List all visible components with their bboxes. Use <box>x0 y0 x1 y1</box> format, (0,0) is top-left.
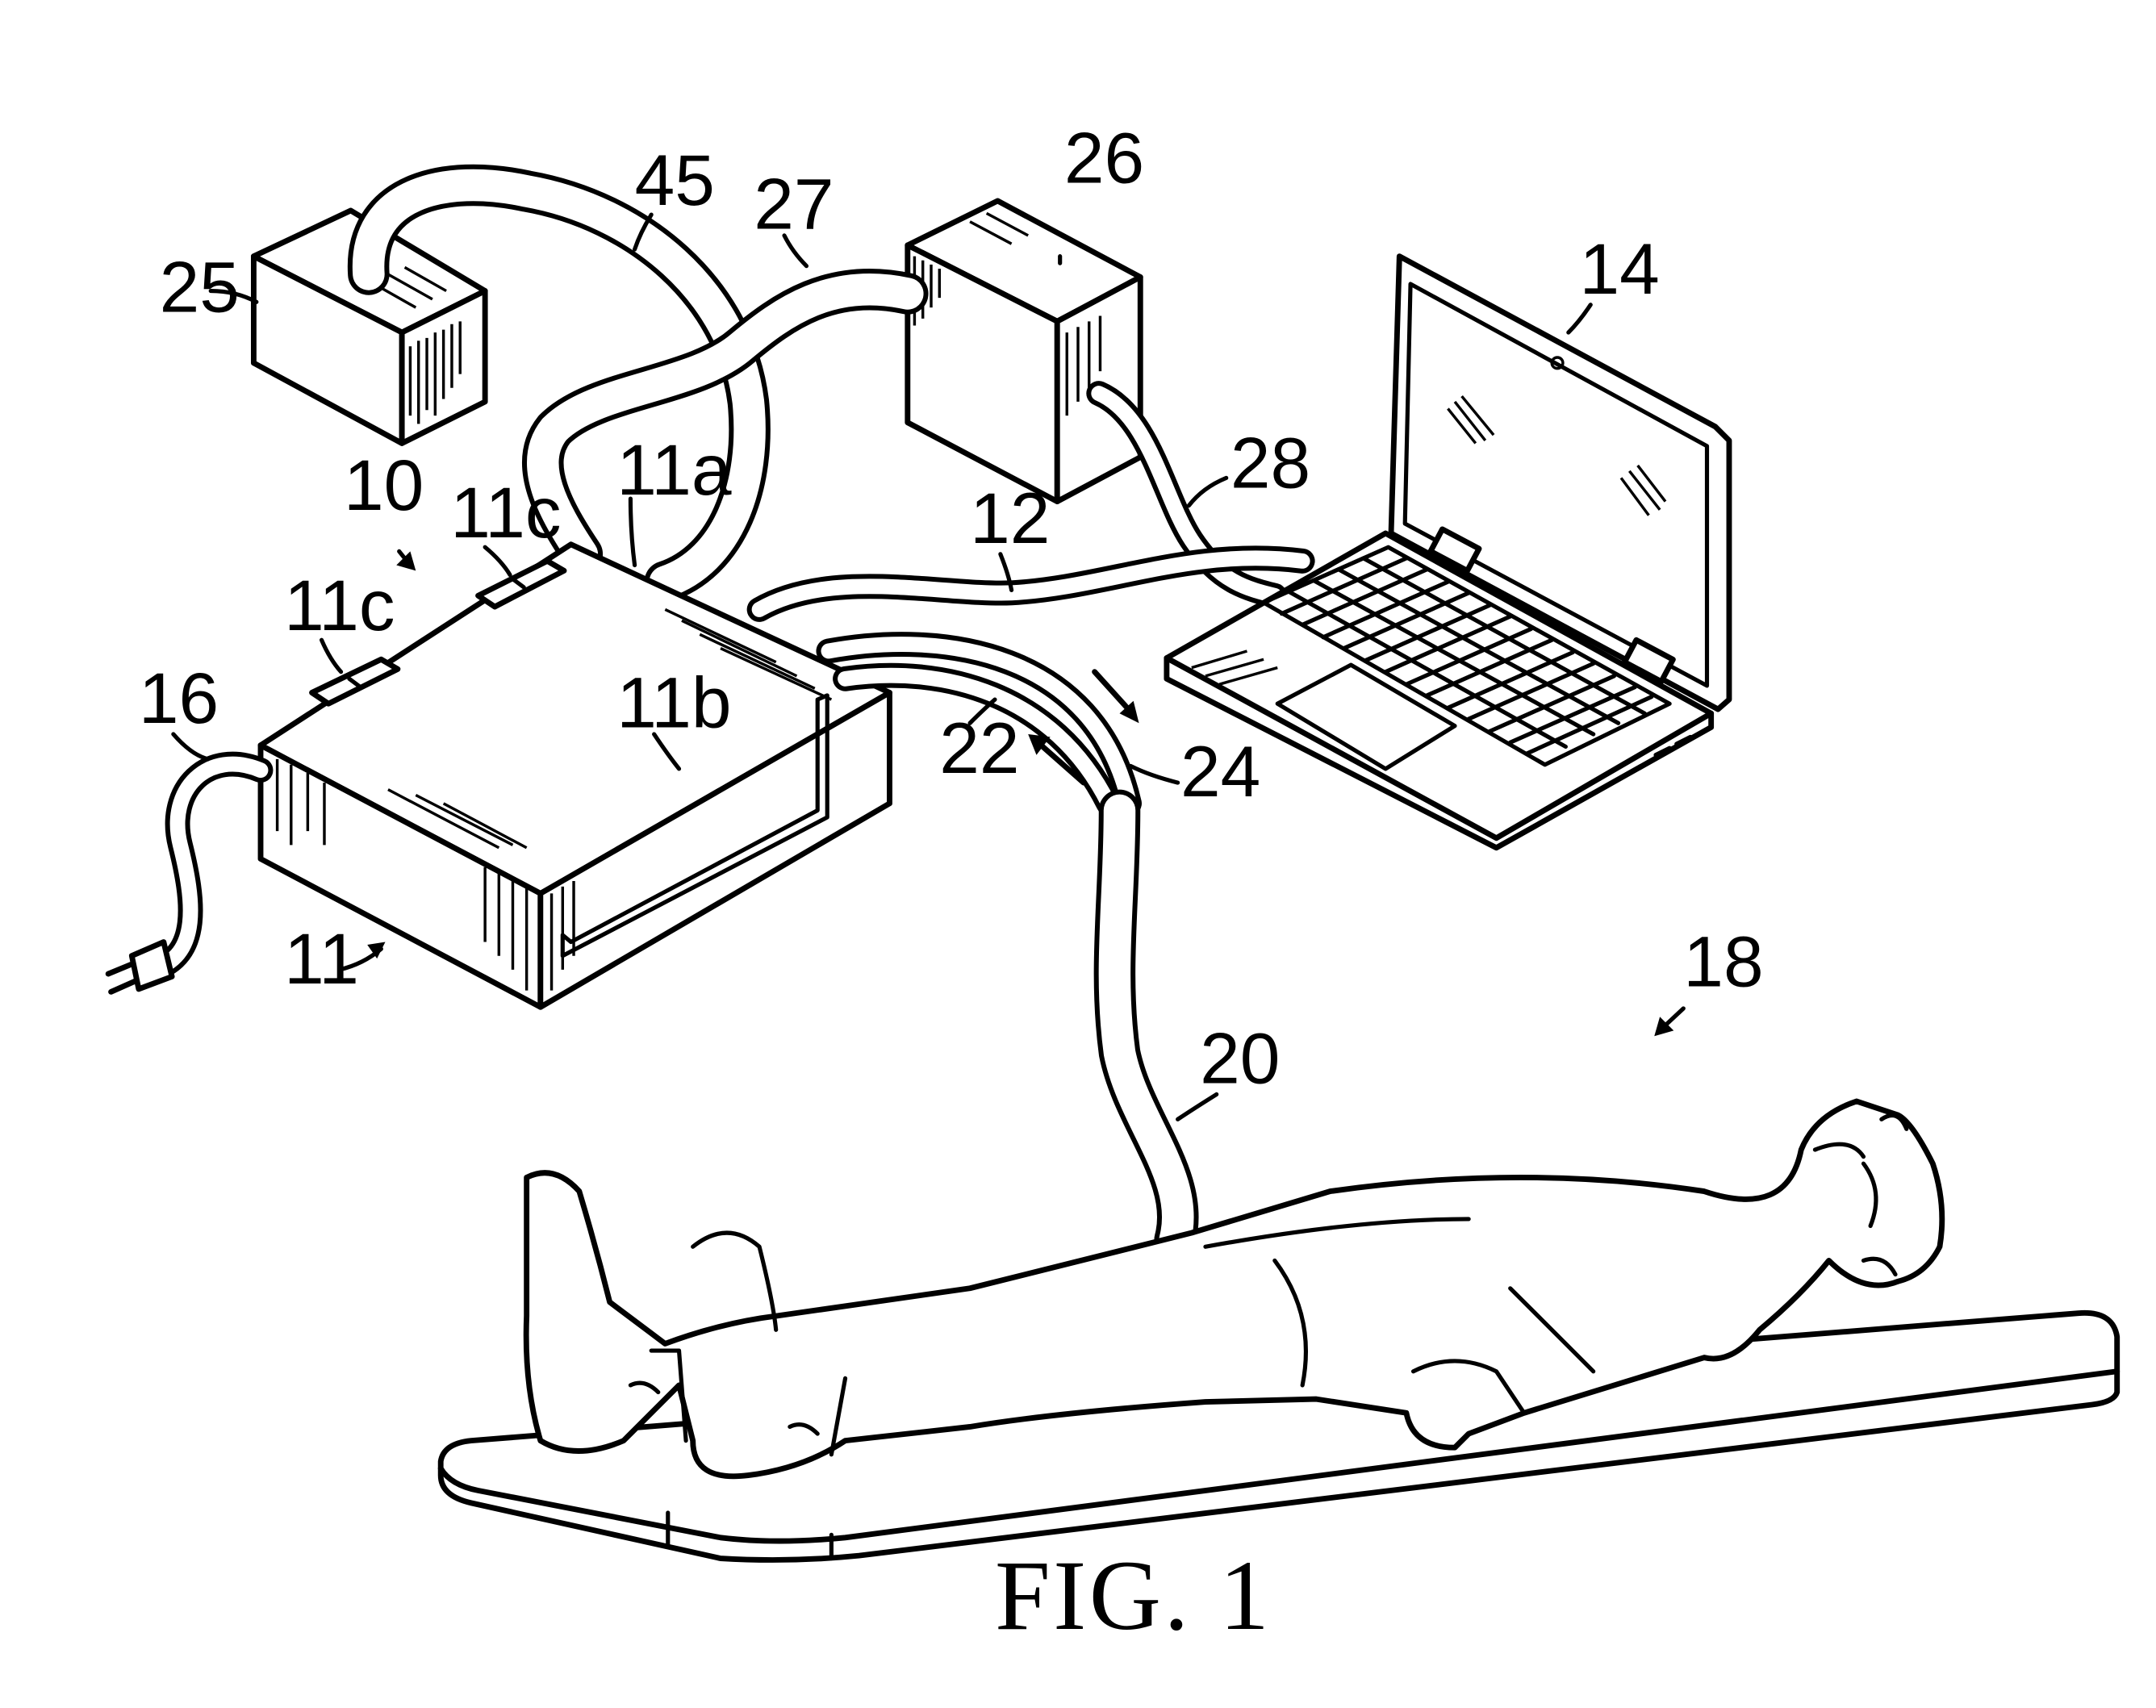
tube-24 <box>816 632 1142 816</box>
label-11c-right: 11c <box>450 472 561 553</box>
control-unit-11 <box>257 541 892 1010</box>
label-11c-left: 11c <box>284 565 395 645</box>
label-11a: 11a <box>616 429 732 510</box>
label-12: 12 <box>970 478 1050 558</box>
label-10: 10 <box>344 445 424 525</box>
flow-arrow-out <box>1092 669 1139 724</box>
label-26: 26 <box>1064 118 1144 198</box>
label-11b: 11b <box>616 662 731 742</box>
plug-icon <box>105 939 175 995</box>
cable-28 <box>1086 381 1288 608</box>
tube-20 <box>1093 789 1199 1261</box>
label-28: 28 <box>1231 422 1310 503</box>
label-45: 45 <box>635 140 715 220</box>
table <box>437 1309 2120 1563</box>
box-25 <box>250 207 488 446</box>
label-14: 14 <box>1580 228 1660 309</box>
label-25: 25 <box>160 246 240 327</box>
label-20: 20 <box>1200 1018 1280 1099</box>
tube-45 <box>347 164 771 603</box>
label-18: 18 <box>1683 921 1763 1001</box>
figure-caption: FIG. 1 <box>995 1540 1272 1651</box>
ports <box>1653 734 1693 758</box>
tube-22 <box>833 662 1122 816</box>
tube-27 <box>522 268 929 575</box>
flow-arrow-in <box>1028 733 1087 786</box>
pad-11c-left <box>309 656 401 707</box>
label-11: 11 <box>284 918 359 999</box>
label-27: 27 <box>754 163 834 244</box>
leader-lines <box>171 212 1686 1121</box>
cable-12 <box>746 545 1315 622</box>
label-22: 22 <box>939 708 1019 788</box>
labels: 25 26 45 27 14 28 12 10 11a 11c 11c 11b … <box>139 118 1764 1099</box>
label-24: 24 <box>1180 731 1260 812</box>
patient-18 <box>523 1098 1945 1480</box>
pad-11c-right <box>475 558 567 610</box>
keyboard <box>1261 545 1672 767</box>
box-26 <box>905 198 1143 504</box>
label-16: 16 <box>139 658 219 738</box>
power-cord-16 <box>105 751 274 995</box>
laptop-14 <box>1164 253 1732 851</box>
